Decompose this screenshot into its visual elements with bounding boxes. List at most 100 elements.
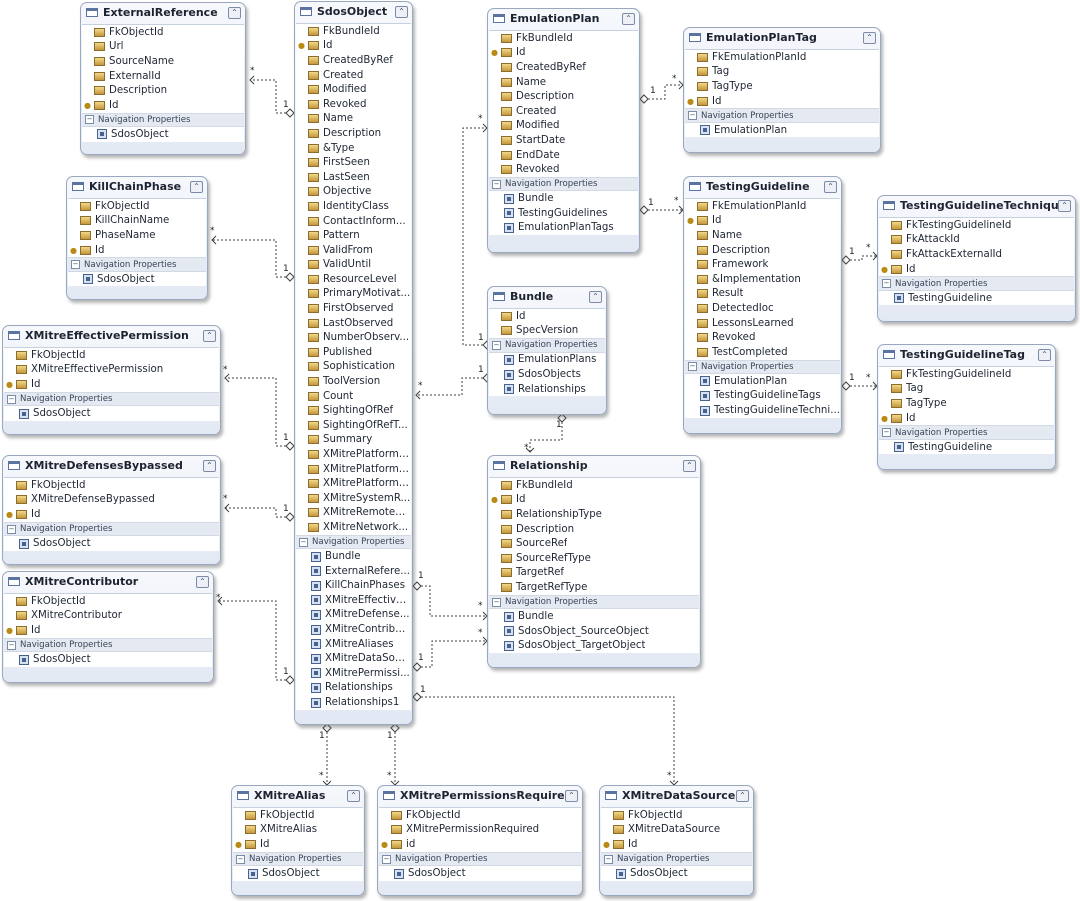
entity-header[interactable]: ExternalReference — [81, 3, 245, 22]
chevron-up-icon[interactable]: ⌃ — [228, 7, 241, 19]
collapse-minus-icon[interactable]: − — [71, 260, 80, 270]
scalar-property[interactable]: ● Id — [879, 411, 1054, 426]
entity-xmitre-contributor[interactable]: XMitreContributor ⌃ FkObjectId XMitreCon… — [2, 571, 214, 683]
navigation-property[interactable]: Bundle — [489, 191, 638, 206]
scalar-property[interactable]: ValidFrom — [296, 243, 411, 258]
scalar-property[interactable]: XMitreAlias — [233, 823, 363, 838]
navigation-property[interactable]: KillChainPhases — [296, 578, 411, 593]
navigation-property[interactable]: TestingGuidelines — [489, 206, 638, 221]
entity-emulation-plan[interactable]: EmulationPlan ⌃ FkBundleId ● Id CreatedB… — [487, 8, 640, 253]
entity-xmitre-defenses-bypassed[interactable]: XMitreDefensesBypassed ⌃ FkObjectId XMit… — [2, 455, 221, 565]
navigation-property[interactable]: TestingGuidelineTechni... — [685, 403, 840, 418]
scalar-property[interactable]: FkObjectId — [379, 808, 581, 823]
scalar-property[interactable]: Modified — [296, 82, 411, 97]
scalar-property[interactable]: XMitreRemoteS... — [296, 506, 411, 521]
navigation-property[interactable]: XMitreDataSou... — [296, 651, 411, 666]
collapse-minus-icon[interactable]: − — [492, 179, 501, 189]
chevron-up-icon[interactable]: ⌃ — [683, 460, 696, 472]
collapse-minus-icon[interactable]: − — [882, 279, 891, 289]
scalar-property[interactable]: Description — [296, 126, 411, 141]
navigation-property[interactable]: SdosObject — [233, 866, 363, 881]
scalar-property[interactable]: ContactInform... — [296, 214, 411, 229]
scalar-property[interactable]: ● Id — [296, 39, 411, 54]
scalar-property[interactable]: XMitrePlatform ... — [296, 476, 411, 491]
navigation-properties-header[interactable]: − Navigation Properties — [489, 594, 699, 610]
collapse-minus-icon[interactable]: − — [299, 537, 308, 547]
collapse-minus-icon[interactable]: − — [492, 597, 501, 607]
scalar-property[interactable]: FirstSeen — [296, 155, 411, 170]
chevron-up-icon[interactable]: ⌃ — [1038, 349, 1051, 361]
navigation-properties-header[interactable]: − Navigation Properties — [685, 108, 879, 123]
scalar-property[interactable]: FkAttackId — [879, 233, 1074, 248]
scalar-property[interactable]: Description — [489, 89, 638, 104]
scalar-property[interactable]: FkBundleId — [489, 31, 638, 46]
navigation-properties-header[interactable]: − Navigation Properties — [489, 176, 638, 192]
scalar-property[interactable]: ● Id — [489, 493, 699, 508]
scalar-property[interactable]: CreatedByRef — [296, 53, 411, 68]
scalar-property[interactable]: FkObjectId — [4, 594, 212, 609]
collapse-minus-icon[interactable]: − — [7, 640, 16, 650]
navigation-property[interactable]: Bundle — [296, 549, 411, 564]
navigation-property[interactable]: Relationships — [489, 382, 605, 397]
scalar-property[interactable]: &Type — [296, 141, 411, 156]
scalar-property[interactable]: FkObjectId — [4, 478, 219, 493]
scalar-property[interactable]: SourceName — [82, 54, 244, 69]
entity-header[interactable]: XMitreContributor — [3, 572, 213, 591]
scalar-property[interactable]: ● Id — [4, 507, 219, 522]
collapse-minus-icon[interactable]: − — [236, 854, 245, 864]
chevron-up-icon[interactable]: ⌃ — [589, 291, 602, 303]
scalar-property[interactable]: SourceRefType — [489, 551, 699, 566]
navigation-property[interactable]: EmulationPlan — [685, 374, 840, 389]
entity-testing-guideline-tag[interactable]: TestingGuidelineTag ⌃ FkTestingGuideline… — [877, 344, 1056, 470]
entity-header[interactable]: Relationship — [488, 456, 700, 475]
scalar-property[interactable]: CreatedByRef — [489, 60, 638, 75]
scalar-property[interactable]: Result — [685, 287, 840, 302]
scalar-property[interactable]: Url — [82, 40, 244, 55]
scalar-property[interactable]: ● Id — [685, 214, 840, 229]
scalar-property[interactable]: NumberObserv... — [296, 330, 411, 345]
scalar-property[interactable]: IdentityClass — [296, 199, 411, 214]
scalar-property[interactable]: FkObjectId — [4, 348, 219, 363]
scalar-property[interactable]: Description — [489, 522, 699, 537]
scalar-property[interactable]: Objective — [296, 185, 411, 200]
scalar-property[interactable]: Revoked — [296, 97, 411, 112]
chevron-up-icon[interactable]: ⌃ — [190, 181, 203, 193]
chevron-up-icon[interactable]: ⌃ — [622, 13, 635, 25]
chevron-up-icon[interactable]: ⌃ — [736, 790, 749, 802]
navigation-property[interactable]: SdosObjects — [489, 367, 605, 382]
scalar-property[interactable]: TargetRef — [489, 566, 699, 581]
entity-header[interactable]: XMitreDefensesBypassed — [3, 456, 220, 475]
navigation-properties-header[interactable]: − Navigation Properties — [4, 391, 219, 407]
scalar-property[interactable]: ● Id — [685, 94, 879, 109]
collapse-minus-icon[interactable]: − — [382, 854, 391, 864]
entity-header[interactable]: TestingGuideline — [684, 177, 841, 196]
scalar-property[interactable]: PrimaryMotivat... — [296, 287, 411, 302]
scalar-property[interactable]: ● Id — [68, 243, 206, 258]
scalar-property[interactable]: Name — [296, 112, 411, 127]
scalar-property[interactable]: EndDate — [489, 148, 638, 163]
scalar-property[interactable]: Revoked — [489, 162, 638, 177]
scalar-property[interactable]: FkEmulationPlanId — [685, 199, 840, 214]
entity-kill-chain-phase[interactable]: KillChainPhase ⌃ FkObjectId KillChainNam… — [66, 176, 208, 300]
scalar-property[interactable]: SourceRef — [489, 536, 699, 551]
navigation-properties-header[interactable]: − Navigation Properties — [233, 851, 363, 867]
scalar-property[interactable]: SightingOfRef — [296, 403, 411, 418]
navigation-property[interactable]: XMitreDefense... — [296, 608, 411, 623]
entity-xmitre-data-source[interactable]: XMitreDataSource ⌃ FkObjectId XMitreData… — [599, 785, 754, 896]
collapse-minus-icon[interactable]: − — [85, 115, 94, 125]
navigation-property[interactable]: TestingGuidelineTags — [685, 389, 840, 404]
scalar-property[interactable]: Sophistication — [296, 360, 411, 375]
collapse-minus-icon[interactable]: − — [688, 362, 697, 372]
scalar-property[interactable]: LastObserved — [296, 316, 411, 331]
scalar-property[interactable]: FkObjectId — [233, 808, 363, 823]
navigation-property[interactable]: XMitreEffective... — [296, 593, 411, 608]
navigation-properties-header[interactable]: − Navigation Properties — [601, 851, 752, 867]
scalar-property[interactable]: FkBundleId — [296, 24, 411, 39]
scalar-property[interactable]: XMitreSystemR... — [296, 491, 411, 506]
scalar-property[interactable]: KillChainName — [68, 214, 206, 229]
navigation-property[interactable]: XMitrePermissi... — [296, 666, 411, 681]
navigation-property[interactable]: XMitreAliases — [296, 637, 411, 652]
navigation-properties-header[interactable]: − Navigation Properties — [489, 338, 605, 353]
scalar-property[interactable]: Tag — [879, 382, 1054, 397]
scalar-property[interactable]: XMitreDataSource — [601, 823, 752, 838]
